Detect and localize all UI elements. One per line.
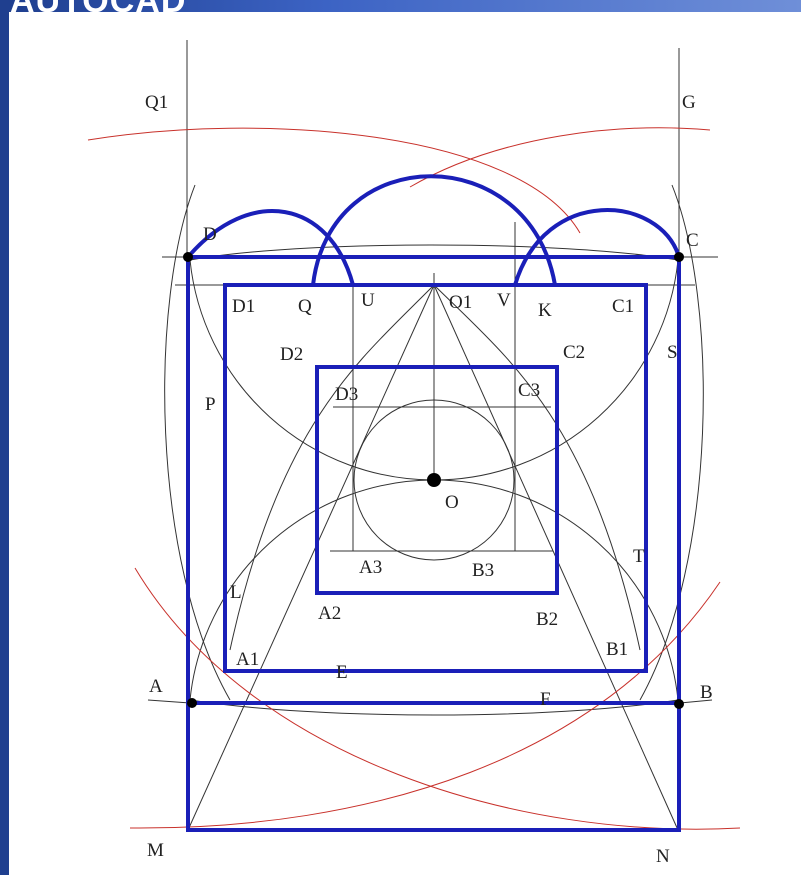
line-b-ext xyxy=(679,699,713,704)
point-c xyxy=(674,252,684,262)
label-b3: B3 xyxy=(472,560,494,581)
label-q1: Q1 xyxy=(145,92,168,113)
arc-top-left xyxy=(189,259,435,481)
point-a xyxy=(187,698,197,708)
red-arcs xyxy=(87,127,741,830)
arc-bottom-left xyxy=(189,479,435,701)
label-t: T xyxy=(633,546,645,567)
label-d1: D1 xyxy=(232,296,255,317)
label-a: A xyxy=(149,676,163,697)
point-labels: Q1 G D C D1 Q U O1 V K C1 D2 C2 S P D3 C… xyxy=(145,92,713,867)
point-b xyxy=(674,699,684,709)
red-arc-2 xyxy=(409,127,711,188)
square-a1b1c1d1 xyxy=(223,283,648,673)
arc-top-right xyxy=(433,259,679,481)
square-a2b2c2d2 xyxy=(315,365,559,595)
arc-bottom-right xyxy=(433,479,679,701)
red-arc-4 xyxy=(129,581,721,829)
label-q: Q xyxy=(298,296,312,317)
arc-left-side xyxy=(164,184,231,701)
label-k: K xyxy=(538,300,552,321)
red-arc-3 xyxy=(134,567,741,830)
label-a1: A1 xyxy=(236,649,259,670)
top-arc-right xyxy=(513,208,681,286)
arc-inner-right xyxy=(433,284,641,651)
arc-bottom-lens xyxy=(189,699,679,716)
label-b2: B2 xyxy=(536,609,558,630)
top-banner xyxy=(9,0,801,12)
label-c3: C3 xyxy=(518,380,540,401)
label-c1: C1 xyxy=(612,296,634,317)
key-points xyxy=(183,252,684,709)
label-a3: A3 xyxy=(359,557,382,578)
blue-construction xyxy=(186,174,681,832)
red-arc-1 xyxy=(87,127,581,234)
label-c2: C2 xyxy=(563,342,585,363)
label-e: E xyxy=(336,662,348,683)
label-l: L xyxy=(230,582,242,603)
top-arc-middle xyxy=(311,174,557,286)
label-b: B xyxy=(700,682,713,703)
label-a2: A2 xyxy=(318,603,341,624)
arc-inner-left xyxy=(229,284,435,651)
label-d3: D3 xyxy=(335,384,358,405)
arc-top-lens xyxy=(189,244,679,261)
inner-circle-o xyxy=(353,399,515,561)
label-g: G xyxy=(682,92,696,113)
label-n: N xyxy=(656,846,670,867)
top-arc-left xyxy=(186,209,355,286)
label-s: S xyxy=(667,342,678,363)
label-p: P xyxy=(205,394,216,415)
arc-right-side xyxy=(639,184,704,701)
label-v: V xyxy=(497,290,511,311)
outer-rect-dcnm xyxy=(186,255,681,832)
left-frame-bar xyxy=(0,0,9,875)
label-b1: B1 xyxy=(606,639,628,660)
label-o1: O1 xyxy=(449,292,472,313)
label-d2: D2 xyxy=(280,344,303,365)
label-o: O xyxy=(445,492,459,513)
construction-lines xyxy=(147,40,718,831)
label-c: C xyxy=(686,230,699,251)
label-m: M xyxy=(147,840,164,861)
line-a-ext xyxy=(147,699,191,704)
point-o xyxy=(427,473,441,487)
label-d: D xyxy=(203,224,217,245)
label-f: F xyxy=(540,689,551,710)
label-u: U xyxy=(361,290,375,311)
point-d xyxy=(183,252,193,262)
banner-title: AUTOCAD xyxy=(10,0,187,20)
triangle-line-m-o1 xyxy=(187,284,435,831)
